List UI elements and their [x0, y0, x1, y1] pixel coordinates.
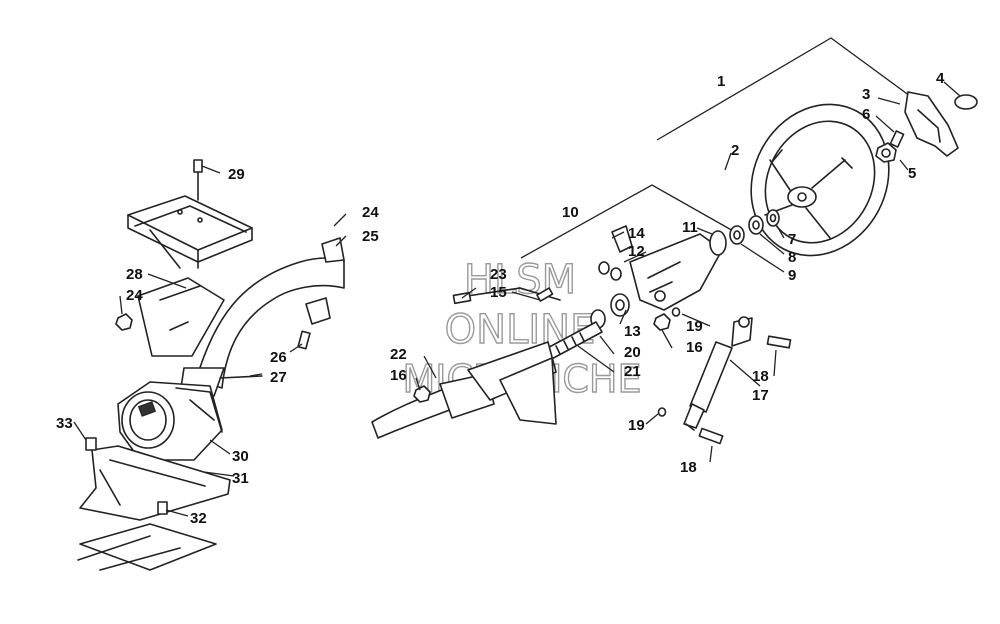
callout-20: 20 — [624, 344, 641, 361]
callout-26: 26 — [270, 349, 287, 366]
bracket-group-1 — [656, 37, 941, 141]
callout-19-a: 19 — [686, 318, 703, 335]
callout-15: 15 — [490, 284, 507, 301]
frame-part — [127, 159, 253, 269]
callout-21: 21 — [624, 363, 641, 380]
callout-19-b: 19 — [628, 417, 645, 434]
callout-25: 25 — [362, 228, 379, 245]
callout-2: 2 — [731, 142, 739, 159]
callout-4: 4 — [936, 70, 945, 87]
callout-10: 10 — [562, 204, 579, 221]
callout-33: 33 — [56, 415, 73, 432]
callout-13: 13 — [624, 323, 641, 340]
steering-column-part — [598, 225, 727, 311]
callout-7: 7 — [788, 231, 796, 248]
callout-29: 29 — [228, 166, 245, 183]
callout-31: 31 — [232, 470, 249, 487]
lower-tube-part — [371, 341, 557, 439]
bracket-group-10 — [520, 184, 736, 259]
washers-part — [729, 209, 780, 245]
callout-16-b: 16 — [390, 367, 407, 384]
callout-1: 1 — [717, 73, 725, 90]
callout-24-a: 24 — [362, 204, 379, 221]
callout-24-b: 24 — [126, 287, 143, 304]
callout-14: 14 — [628, 225, 645, 242]
callout-30: 30 — [232, 448, 249, 465]
callout-18-a: 18 — [752, 368, 769, 385]
steering-damper-part — [657, 316, 792, 445]
callout-6: 6 — [862, 106, 870, 123]
curved-shaft-part — [179, 237, 345, 397]
callout-11: 11 — [682, 219, 698, 236]
callout-numbers: 1 2 3 4 5 6 7 8 9 10 11 12 13 14 15 16 1… — [56, 70, 945, 527]
callout-16-a: 16 — [686, 339, 703, 356]
lower-bracket-part — [77, 437, 231, 571]
bushings-part — [590, 293, 681, 331]
callout-28: 28 — [126, 266, 143, 283]
callout-27: 27 — [270, 369, 287, 386]
callout-9: 9 — [788, 267, 796, 284]
callout-8: 8 — [788, 249, 796, 266]
watermark-line-1: HLSM — [464, 257, 576, 303]
callout-3: 3 — [862, 86, 870, 103]
callout-32: 32 — [190, 510, 207, 527]
callout-22: 22 — [390, 346, 407, 363]
leader-lines — [73, 81, 961, 517]
horn-pad-part — [904, 91, 978, 157]
steering-wheel-part — [750, 103, 890, 257]
nut-part — [875, 130, 905, 163]
callout-12: 12 — [628, 243, 645, 260]
callout-18-b: 18 — [680, 459, 697, 476]
callout-17: 17 — [752, 387, 769, 404]
callout-23: 23 — [490, 266, 507, 283]
callout-5: 5 — [908, 165, 916, 182]
mount-bracket-part — [115, 277, 225, 357]
